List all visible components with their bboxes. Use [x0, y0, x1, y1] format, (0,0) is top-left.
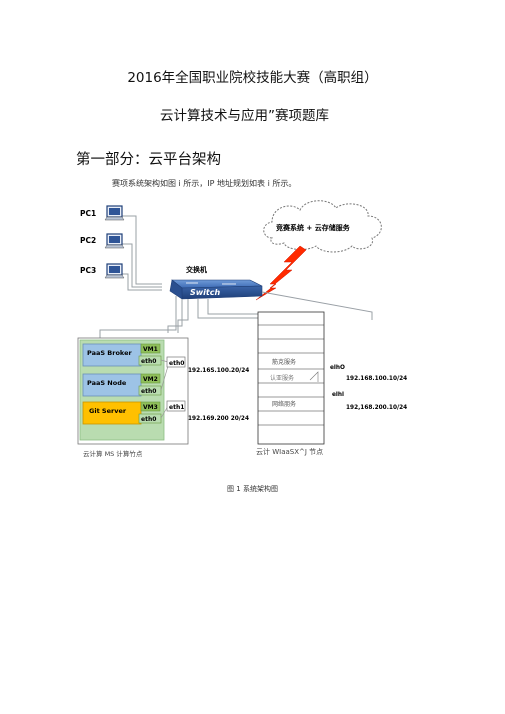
pc-icon-3 — [104, 263, 125, 279]
compute-eth1-label: eth1 — [169, 404, 184, 411]
iaas-node-frame — [257, 311, 325, 445]
vm1-eth: eth0 — [141, 358, 156, 365]
vm1-eth-tag — [138, 355, 162, 366]
figure-caption: 图 1 系统架构图 — [227, 485, 278, 493]
iaas-node-rows — [258, 324, 324, 426]
intro-paragraph: 赛项系统架构如图 i 所示，IP 地址规划如表 i 所示。 — [112, 179, 297, 188]
pc2-label: PC2 — [80, 236, 96, 245]
document-title-line1: 2016年全国职业院校技能大赛（高职组） — [127, 70, 378, 86]
vm1-name: PaaS Broker — [87, 349, 132, 357]
iaas-service-1: 筋克服务 — [272, 358, 296, 366]
vm3-box — [82, 401, 142, 425]
vm1-tag — [140, 343, 161, 354]
vm1-id: VM1 — [143, 346, 158, 353]
cloud-icon — [263, 200, 382, 253]
iaas-eth0-label: elhO — [330, 365, 345, 371]
vm3-eth: eth0 — [141, 416, 156, 423]
iaas-service-2: 认亚服务 — [270, 374, 294, 382]
vm1-box — [82, 343, 142, 367]
iaas-node-label: 云计 WIaaSX^J 节点 — [256, 447, 323, 456]
pc-icon-2 — [104, 233, 125, 249]
switch-title: 交换机 — [186, 265, 207, 274]
switch-icon — [169, 279, 263, 300]
iaas-service-3: 网络朋务 — [272, 400, 296, 408]
vm3-id: VM3 — [143, 404, 158, 411]
vm3-eth-tag — [138, 413, 162, 424]
pc-icon-1 — [104, 205, 125, 221]
vm2-name: PaaS Node — [87, 379, 127, 387]
compute-eth1-ip: 192.169.200 20/24 — [188, 416, 249, 422]
vm2-eth: eth0 — [141, 388, 156, 395]
iaas-eth0-ip: 192.168.100.10/24 — [346, 376, 407, 382]
cloud-label: 竞赛系统 + 云存储服务 — [275, 223, 351, 232]
section-heading: 第一部分：云平台架构 — [76, 152, 221, 168]
vm2-box — [82, 373, 142, 397]
iaas-port-marker — [309, 371, 319, 382]
pc1-label: PC1 — [80, 209, 96, 218]
document-title-line2: 云计算技术与应用”赛项题库 — [160, 108, 329, 124]
compute-node-label: 云计算 MS 计算竹点 — [83, 449, 143, 458]
vm3-tag — [140, 401, 161, 412]
vm2-eth-tag — [138, 385, 162, 396]
vm2-id: VM2 — [143, 376, 158, 383]
compute-eth0-label: eth0 — [169, 360, 184, 367]
iaas-eth1-ip: 192,168.200.10/24 — [346, 405, 407, 411]
lightning-icon — [255, 245, 307, 301]
switch-cables — [99, 291, 373, 338]
compute-eth0-ip: 192.16S.100.20/24 — [188, 368, 249, 374]
vm3-name: Git Server — [89, 407, 127, 415]
vm2-tag — [140, 373, 161, 384]
pc-cables — [122, 215, 162, 291]
compute-eth1-port — [166, 400, 186, 412]
iaas-eth1-label: elhl — [332, 392, 344, 398]
pc3-label: PC3 — [80, 266, 96, 275]
compute-eth0-port — [166, 356, 186, 368]
switch-label: Switch — [190, 288, 220, 297]
